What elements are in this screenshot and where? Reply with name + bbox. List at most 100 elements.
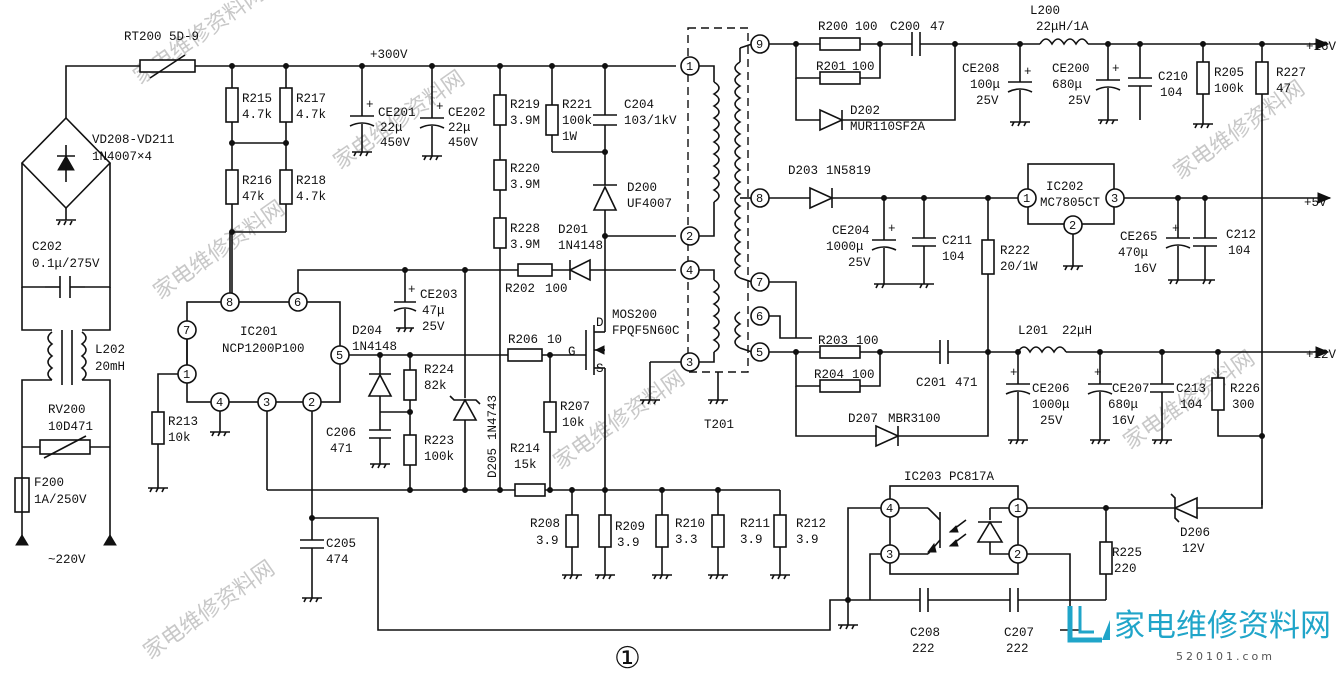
c206-ref: C206	[326, 426, 356, 440]
d201-diode	[568, 258, 591, 282]
r225-ref: R225	[1112, 546, 1142, 560]
out-5v-label: +5V	[1304, 196, 1327, 210]
svg-text:+: +	[1094, 366, 1102, 380]
r219-resistor	[493, 94, 507, 126]
svg-text:5: 5	[336, 349, 343, 363]
output-16v: R200 100 C200 47 R201 100 D202 MUR110SF2…	[769, 4, 1337, 505]
r212-ref: R212	[796, 517, 826, 531]
ac-terminal-n	[103, 534, 117, 546]
svg-text:9: 9	[756, 38, 763, 52]
r216-resistor	[225, 169, 239, 205]
d204-value: 1N4148	[352, 340, 397, 354]
rv200-ref: RV200	[48, 403, 86, 417]
r228-value: 3.9M	[510, 238, 540, 252]
c204-value: 103/1kV	[624, 114, 677, 128]
l201-inductor	[1017, 346, 1067, 354]
c201-value: 471	[955, 376, 978, 390]
ce206-cap: 1000μ	[1032, 398, 1070, 412]
c211-value: 104	[942, 250, 965, 264]
r221-watt: 1W	[562, 130, 578, 144]
c213-ref: C213	[1176, 382, 1206, 396]
r227-resistor	[1255, 61, 1269, 95]
ce208-ref: CE208	[962, 62, 1000, 76]
r201-value: 100	[852, 60, 875, 74]
d200-value: UF4007	[627, 197, 672, 211]
l202-choke	[47, 331, 54, 381]
output-5v: D203 1N5819 + CE204 1000μ 25V C211 104 R…	[769, 163, 1332, 355]
ac-terminal-l	[15, 534, 29, 546]
logo-icon	[1067, 606, 1102, 643]
c208-ref: C208	[910, 626, 940, 640]
svg-text:3: 3	[886, 548, 893, 562]
d206-value: 12V	[1182, 542, 1205, 556]
ce200-volt: 25V	[1068, 94, 1091, 108]
r228-resistor	[493, 217, 507, 249]
d202-diode	[819, 108, 844, 132]
logo-url: 520101.com	[1176, 650, 1275, 663]
svg-text:8: 8	[226, 296, 233, 310]
l202-ref: L202	[95, 343, 125, 357]
c200-ref: C200	[890, 20, 920, 34]
feedback-section: IC203 PC817A 4 3 1 2 C208	[838, 470, 1263, 656]
d205-zener	[452, 398, 478, 421]
svg-text:4: 4	[886, 502, 893, 516]
d205-label: D2051N4743	[486, 395, 500, 478]
r210-value: 3.3	[675, 533, 698, 547]
watermark: 家电维修资料网	[129, 0, 270, 90]
ce265-cap: 470μ	[1118, 246, 1149, 260]
r223-ref: R223	[424, 434, 454, 448]
ce203-ref: CE203	[420, 288, 458, 302]
r227-ref: R227	[1276, 66, 1306, 80]
r220-value: 3.9M	[510, 178, 540, 192]
r204-value: 100	[852, 368, 875, 382]
ic202-value: MC7805CT	[1040, 196, 1101, 210]
svg-text:2: 2	[1069, 219, 1076, 233]
controller-section: IC201 NCP1200P100 8 6 7 1 4 3 2 5 D201 1…	[148, 223, 848, 631]
c205-ref: C205	[326, 537, 356, 551]
l201-value: 22μH	[1062, 324, 1092, 338]
r203-value: 100	[856, 334, 879, 348]
watermark: 家电维修资料网	[139, 556, 280, 665]
c206-value: 471	[330, 442, 353, 456]
svg-text:5: 5	[756, 346, 763, 360]
svg-text:1: 1	[183, 368, 190, 382]
svg-text:4: 4	[216, 396, 223, 410]
mos-gate-pin: G	[568, 345, 576, 359]
r205-ref: R205	[1214, 66, 1244, 80]
r218-ref: R218	[296, 174, 326, 188]
c211-ref: C211	[942, 234, 972, 248]
r226-resistor	[1211, 377, 1225, 411]
mos200-value: FPQF5N60C	[612, 324, 680, 338]
c207-value: 222	[1006, 642, 1029, 656]
r206-ref: R206	[508, 333, 538, 347]
ce201-volt: 450V	[380, 136, 411, 150]
d202-ref: D202	[850, 104, 880, 118]
r208-resistor	[562, 490, 582, 580]
r218-resistor	[279, 169, 293, 205]
out-12v-label: +12V	[1306, 348, 1337, 362]
r224-ref: R224	[424, 363, 454, 377]
bridge-ref: VD208-VD211	[92, 133, 175, 147]
r213-resistor	[151, 411, 165, 445]
ce207-cap: 680μ	[1108, 398, 1139, 412]
ce207-ref: CE207	[1112, 382, 1150, 396]
r212-value: 3.9	[796, 533, 819, 547]
c210-ref: C210	[1158, 70, 1188, 84]
r201-ref: R201	[816, 60, 846, 74]
out-16v-label: +16V	[1306, 40, 1337, 54]
r218-value: 4.7k	[296, 190, 326, 204]
r217-ref: R217	[296, 92, 326, 106]
r211-ref: R211	[740, 517, 770, 531]
ce203-cap: 47μ	[422, 304, 445, 318]
svg-text:+: +	[1010, 366, 1018, 380]
r209-value: 3.9	[617, 536, 640, 550]
r207-resistor	[543, 401, 557, 433]
c200-value: 47	[930, 20, 945, 34]
switch-section: MOS200 FPQF5N60C G D S R206 10 R207 10k …	[507, 308, 826, 580]
r206-value: 10	[547, 333, 562, 347]
svg-text:6: 6	[756, 310, 763, 324]
ce207-volt: 16V	[1112, 414, 1135, 428]
c210-value: 104	[1160, 86, 1183, 100]
c202-ref: C202	[32, 240, 62, 254]
r211-resistor	[708, 490, 728, 580]
